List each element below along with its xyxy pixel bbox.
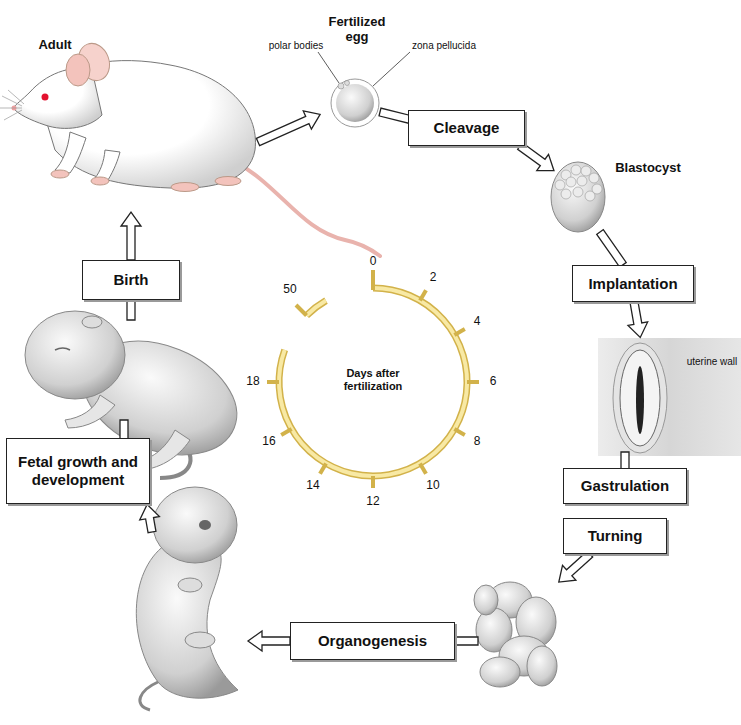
- embryo-limb: [185, 632, 215, 648]
- dial-arc: [279, 288, 467, 476]
- blastocyst-cells: [555, 165, 602, 201]
- process-box: Birth: [82, 260, 180, 300]
- dial-arc: [307, 301, 327, 316]
- day-number: 2: [418, 271, 448, 285]
- embryo-limb: [178, 578, 202, 592]
- fetus-foreleg: [65, 395, 115, 428]
- stage-label: polar bodies: [256, 40, 336, 52]
- mouse-ear: [66, 54, 90, 86]
- mouse-foreleg: [55, 132, 86, 173]
- polar-body: [345, 81, 350, 86]
- process-box: Gastrulation: [563, 468, 687, 504]
- uterine-tissue: [598, 338, 741, 456]
- mouse-paw: [171, 183, 199, 192]
- day-dial: [267, 270, 479, 488]
- box-label: Cleavage: [434, 119, 500, 137]
- fetus-ear: [82, 316, 102, 328]
- arrow-shaft: [453, 637, 478, 645]
- implanted-embryo: [598, 338, 741, 456]
- stage-label: uterine wall: [686, 356, 738, 368]
- arrow-shaft: [597, 230, 626, 267]
- box-label: Fetal growth and development: [12, 453, 144, 489]
- block-arrow: [254, 105, 324, 151]
- leader-line: [318, 52, 339, 83]
- mouse-paw: [51, 170, 69, 178]
- mouse-eye: [42, 94, 49, 101]
- mouse-paw: [215, 177, 241, 186]
- day-number: 18: [238, 375, 268, 389]
- box-label: Birth: [114, 271, 149, 289]
- stage-label: Adult: [20, 38, 90, 53]
- embryo-eye: [199, 520, 211, 530]
- embryo-tail: [140, 682, 158, 710]
- mouse-foreleg: [95, 150, 120, 180]
- stage-label: zona pellucida: [399, 40, 489, 52]
- day-number: 6: [478, 375, 508, 389]
- cycle-arrows: [120, 105, 650, 651]
- mouse-whiskers: [0, 90, 24, 120]
- day-number: 10: [418, 479, 448, 493]
- box-label: Implantation: [588, 275, 677, 293]
- block-arrow: [121, 212, 141, 260]
- turning-embryo: [474, 582, 557, 687]
- block-arrow: [624, 300, 650, 339]
- implantation-site: [613, 343, 667, 453]
- day-number: 14: [298, 479, 328, 493]
- box-label: Turning: [588, 527, 643, 545]
- process-box: Cleavage: [408, 110, 525, 146]
- polar-body: [338, 83, 344, 89]
- process-box: Turning: [563, 518, 667, 554]
- blastocyst-body: [551, 162, 605, 232]
- block-arrow: [137, 503, 162, 534]
- day-number: 50: [275, 283, 305, 297]
- process-box: Organogenesis: [290, 622, 455, 660]
- mouse-tail: [232, 160, 380, 256]
- proamniotic-cavity: [636, 366, 644, 434]
- egg-cell: [336, 84, 374, 122]
- stage-label: Blastocyst: [603, 161, 693, 176]
- day-number: 16: [254, 435, 284, 449]
- box-label: Organogenesis: [318, 632, 427, 650]
- adult-mouse: [0, 39, 380, 256]
- fetus-eye: [55, 348, 70, 350]
- leader-line: [373, 52, 410, 86]
- process-box: Fetal growth and development: [6, 438, 150, 504]
- arrow-shaft: [127, 298, 135, 320]
- stage-label: Fertilized egg: [321, 15, 393, 45]
- egg-cylinder: [620, 350, 660, 446]
- organogenesis-embryo: [136, 487, 238, 710]
- day-number: 12: [358, 495, 388, 509]
- dial-ticks: [267, 270, 479, 488]
- mouse-paw: [91, 177, 109, 185]
- day-number: 4: [462, 315, 492, 329]
- dial-arc: [307, 301, 327, 316]
- embryo-body: [136, 545, 238, 698]
- day-number: 8: [462, 435, 492, 449]
- embryo-head: [153, 487, 237, 563]
- blastocyst: [551, 162, 605, 232]
- block-arrow: [248, 631, 290, 651]
- day-number: 0: [358, 255, 388, 269]
- process-box: Implantation: [572, 265, 694, 302]
- stage-label: Days after fertilization: [331, 367, 415, 392]
- zona-pellucida: [331, 79, 379, 127]
- box-label: Gastrulation: [581, 477, 669, 495]
- dial-arc: [279, 288, 467, 476]
- arrow-shaft: [120, 420, 128, 440]
- fetus-head: [25, 311, 125, 399]
